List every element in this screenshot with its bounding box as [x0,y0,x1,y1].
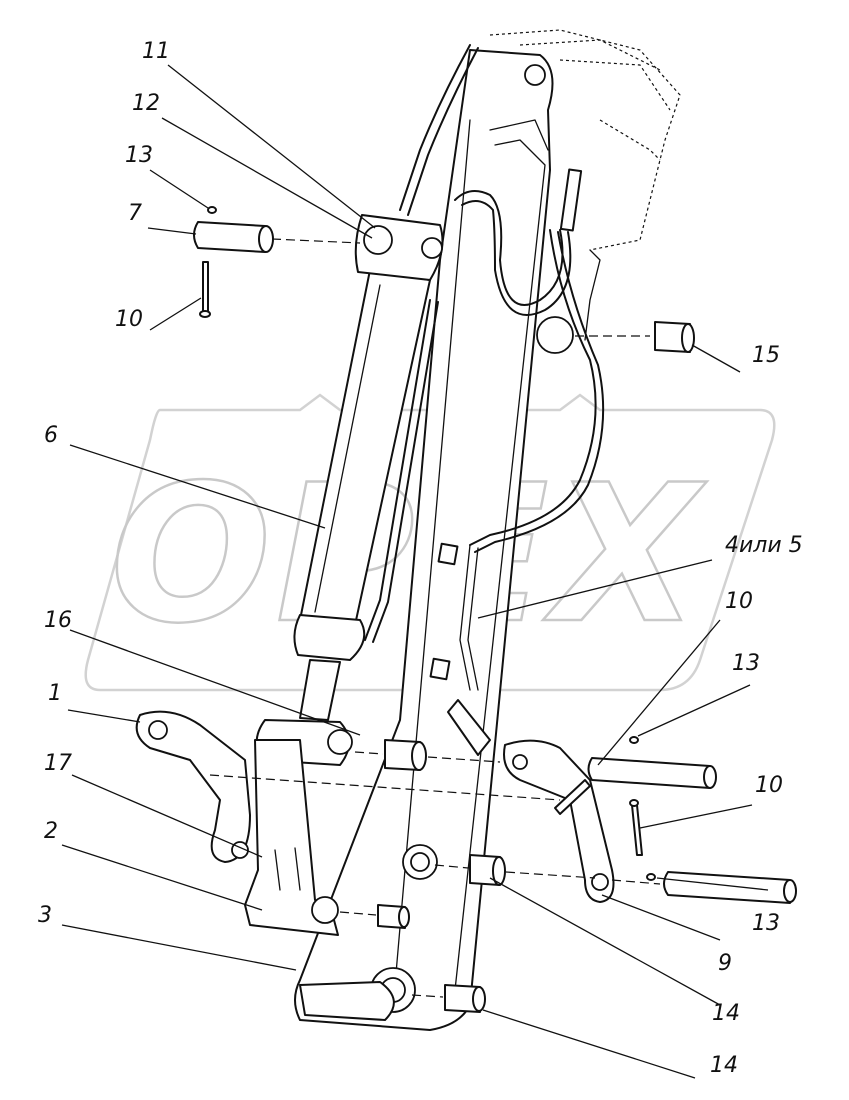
hydraulic-lines [364,44,605,756]
callout-10-right-upper: 10 [725,589,753,614]
callout-7: 7 [128,201,142,226]
callout-3: 3 [38,903,52,928]
boom-arm [294,49,574,1031]
callout-13-top: 13 [125,143,153,168]
watermark-text: OPEX [110,444,708,665]
callout-labels: 11 12 13 7 10 15 6 4или 5 16 10 1 13 17 … [38,39,803,1078]
callout-16: 16 [44,608,72,633]
callout-15: 15 [752,343,780,368]
callout-11: 11 [142,39,170,64]
callout-14-bottom: 14 [710,1053,738,1078]
callout-17: 17 [44,751,72,776]
cotter-pin-10-top [202,261,209,313]
callout-12: 12 [132,91,160,116]
arm-head-outline [489,29,681,341]
bushing-17 [377,904,406,929]
assembly-lines [209,238,661,998]
callout-6: 6 [44,423,58,448]
callout-10-top: 10 [115,307,143,332]
callout-1: 1 [48,681,62,706]
callout-13-right: 13 [732,651,760,676]
callout-10-right-lower: 10 [755,773,783,798]
leader-lines [61,64,769,1079]
cotter-pin-10-right [631,804,643,856]
bushing-14-low [444,984,481,1013]
callout-13-bottom: 13 [752,911,780,936]
watermark-frame [84,393,776,692]
pin-right-lower [663,871,796,904]
watermark: OPEX [84,393,776,692]
lower-bracket [244,739,339,936]
hydraulic-cylinder [255,214,444,766]
callout-9: 9 [718,951,732,976]
callout-4-or-5: 4или 5 [725,533,803,558]
loose-parts [193,206,797,1013]
pin-right-upper [587,757,716,789]
link-plate-right [503,739,615,903]
callout-2: 2 [44,819,58,844]
callout-14-mid: 14 [712,1001,740,1026]
link-plate-left [135,710,251,863]
